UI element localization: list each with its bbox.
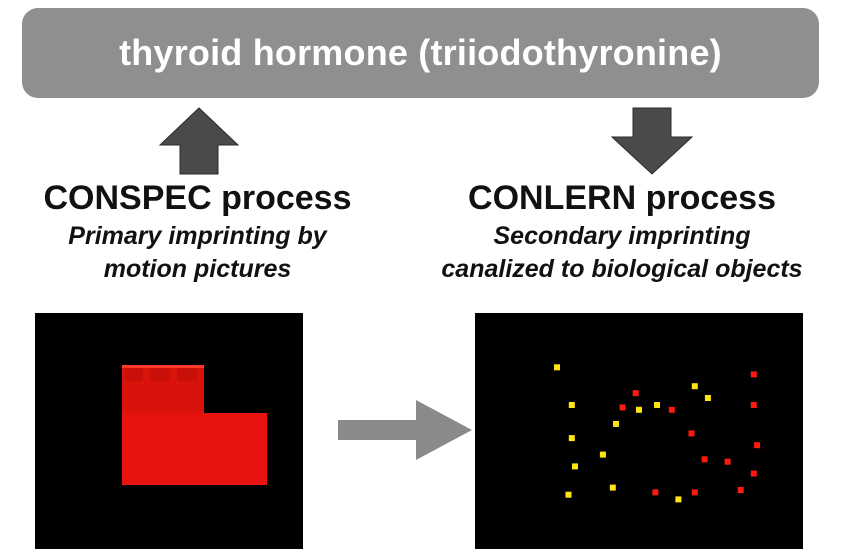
red-dot — [652, 489, 659, 496]
hormone-banner: thyroid hormone (triiodothyronine) — [22, 8, 819, 98]
yellow-dot — [613, 420, 619, 427]
yellow-dot — [691, 383, 698, 390]
yellow-dot — [565, 491, 572, 498]
yellow-dot — [599, 451, 606, 458]
yellow-dot — [609, 484, 616, 491]
red-dot — [724, 458, 731, 465]
red-dot — [754, 442, 761, 449]
banner-text: thyroid hormone (triiodothyronine) — [119, 32, 722, 73]
red-dot — [619, 404, 626, 411]
conlern-subtitle-line2: canalized to biological objects — [441, 255, 803, 283]
down-arrow-icon — [610, 107, 694, 175]
conspec-column: CONSPEC process Primary imprinting by mo… — [0, 176, 395, 286]
conspec-subtitle-line2: motion pictures — [103, 255, 292, 283]
yellow-dot — [568, 402, 575, 408]
red-dot — [691, 489, 698, 496]
red-dot — [668, 406, 675, 413]
motion-dots-panel — [475, 313, 803, 549]
yellow-dot — [654, 402, 660, 408]
red-dot — [701, 456, 708, 463]
yellow-dot — [675, 496, 682, 503]
red-dot — [750, 402, 757, 408]
red-block-image — [122, 365, 267, 485]
motion-dots-image — [554, 364, 761, 503]
red-dot — [737, 487, 744, 493]
yellow-dot — [572, 463, 578, 470]
red-dot — [750, 470, 757, 477]
conspec-title: CONSPEC process — [43, 179, 352, 217]
red-dot — [688, 430, 695, 437]
red-dot — [632, 390, 639, 397]
red-block-panel — [35, 313, 303, 549]
red-dot — [750, 371, 757, 378]
conlern-title: CONLERN process — [468, 179, 776, 217]
up-arrow-icon — [158, 107, 240, 175]
yellow-dot — [554, 364, 560, 371]
conspec-subtitle-line1: Primary imprinting by — [68, 222, 327, 250]
conlern-column: CONLERN process Secondary imprinting can… — [393, 176, 851, 286]
conlern-subtitle-line1: Secondary imprinting — [493, 222, 751, 250]
yellow-dot — [704, 395, 711, 401]
yellow-dot — [568, 435, 575, 442]
yellow-dot — [636, 406, 642, 413]
right-arrow-icon — [338, 400, 472, 460]
